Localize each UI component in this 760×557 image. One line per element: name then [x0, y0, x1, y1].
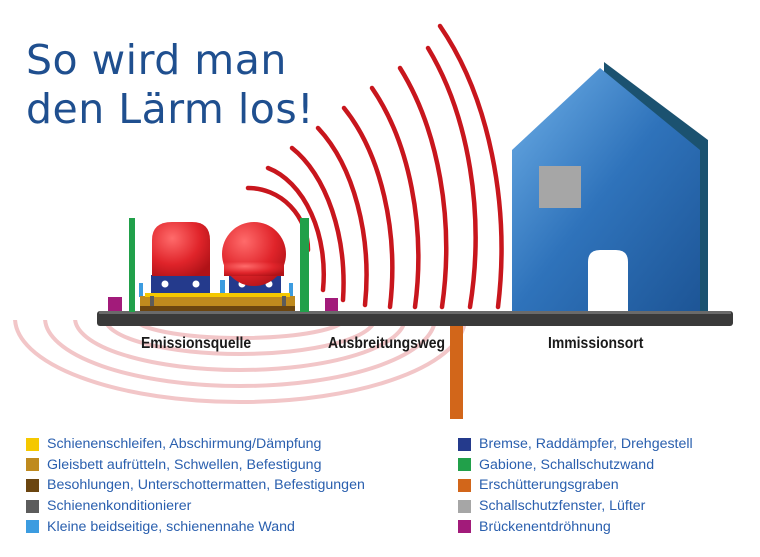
legend-item: Schallschutzfenster, Lüfter: [458, 496, 693, 517]
noise-source-left: [152, 222, 210, 276]
zone-label-propagation: Ausbreitungsweg: [328, 335, 446, 352]
legend-item: Gabione, Schallschutzwand: [458, 455, 693, 476]
legend-item: Schienenkonditionierer: [26, 496, 365, 517]
bridge-damping-right: [325, 298, 338, 311]
vibration-trench: [450, 318, 463, 419]
legend-label: Gleisbett aufrütteln, Schwellen, Befesti…: [47, 456, 322, 473]
track-bed: [140, 293, 295, 311]
zone-label-immission: Immissionsort: [548, 335, 644, 352]
legend-swatch: [26, 520, 39, 534]
bogie-left: [151, 275, 210, 293]
legend-swatch: [26, 458, 39, 472]
small-wall-left: [139, 283, 143, 297]
legend-label: Schienenschleifen, Abschirmung/Dämpfung: [47, 436, 322, 453]
noise-diagram: [13, 23, 733, 419]
ground-track-line: [97, 311, 733, 326]
legend-swatch: [26, 437, 39, 451]
legend-item: Bremse, Raddämpfer, Drehgestell: [458, 434, 693, 455]
legend-label: Schienenkonditionierer: [47, 498, 192, 515]
noise-wall-left: [129, 218, 135, 312]
noise-wall-right: [300, 218, 309, 312]
house: [512, 62, 708, 312]
legend-label: Erschütterungsgraben: [479, 477, 619, 494]
legend-swatch: [458, 499, 471, 513]
bridge-damping-left: [108, 297, 122, 311]
airborne-sound-waves: [245, 23, 504, 310]
legend-swatch: [458, 458, 471, 472]
ground-vibration-waves: [13, 320, 467, 404]
title-line-1: So wird man: [26, 36, 287, 84]
damper-left: [220, 280, 225, 293]
legend-label: Besohlungen, Unterschottermatten, Befest…: [47, 477, 365, 494]
legend-swatch: [26, 499, 39, 513]
legend-item: Brückenentdröhnung: [458, 516, 693, 537]
legend-label: Brückenentdröhnung: [479, 518, 611, 535]
zone-label-emission: Emissionsquelle: [141, 335, 252, 352]
legend-item: Gleisbett aufrütteln, Schwellen, Befesti…: [26, 455, 365, 476]
legend: Schienenschleifen, Abschirmung/Dämpfung …: [26, 434, 746, 546]
legend-label: Kleine beidseitige, schienennahe Wand: [47, 518, 295, 535]
house-door: [588, 250, 628, 312]
title-line-2: den Lärm los!: [26, 85, 315, 133]
legend-label: Gabione, Schallschutzwand: [479, 456, 655, 473]
page-title: So wird man den Lärm los!: [26, 36, 366, 134]
legend-item: Schienenschleifen, Abschirmung/Dämpfung: [26, 434, 365, 455]
legend-swatch: [26, 478, 39, 492]
legend-swatch: [458, 437, 471, 451]
legend-item: Erschütterungsgraben: [458, 475, 693, 496]
legend-swatch: [458, 520, 471, 534]
legend-swatch: [458, 478, 471, 492]
legend-label: Schallschutzfenster, Lüfter: [479, 498, 646, 515]
noise-source-right: [222, 222, 286, 286]
house-window: [539, 166, 581, 208]
legend-label: Bremse, Raddämpfer, Drehgestell: [479, 436, 693, 453]
legend-item: Kleine beidseitige, schienennahe Wand: [26, 516, 365, 537]
legend-item: Besohlungen, Unterschottermatten, Befest…: [26, 475, 365, 496]
small-wall-right: [289, 283, 293, 297]
